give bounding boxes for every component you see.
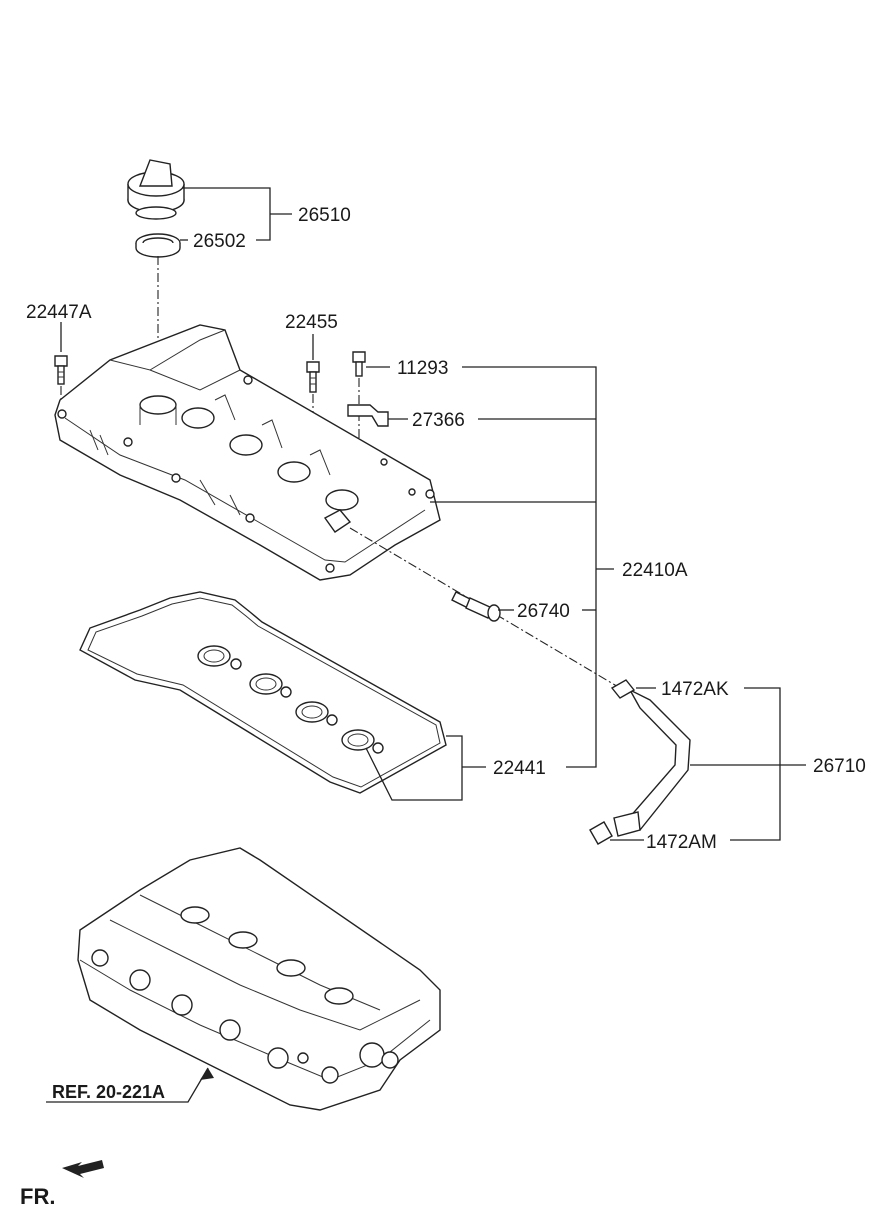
bolt-22455 — [306, 361, 320, 393]
label-26510: 26510 — [298, 205, 351, 226]
front-indicator-label: FR. — [20, 1184, 55, 1209]
label-22441: 22441 — [493, 758, 546, 779]
oil-filler-cap — [127, 159, 185, 220]
label-27366: 27366 — [412, 410, 465, 431]
cylinder-head — [77, 847, 441, 1111]
label-1472AM: 1472AM — [646, 832, 717, 853]
label-26502: 26502 — [193, 231, 246, 252]
label-22455: 22455 — [285, 312, 338, 333]
rocker-cover-gasket — [79, 591, 447, 794]
leader-lines — [46, 187, 806, 1103]
pcv-valve — [451, 591, 501, 622]
label-22447A: 22447A — [26, 302, 92, 323]
bracket-27366 — [347, 404, 389, 427]
reference-label: REF. 20-221A — [52, 1082, 165, 1102]
hose-clamp-1472AK — [610, 679, 636, 699]
label-22410A: 22410A — [622, 560, 688, 581]
label-26740: 26740 — [517, 601, 570, 622]
hose-clamp-1472AM — [589, 821, 613, 845]
filler-cap-gasket — [135, 233, 181, 258]
rocker-cover — [54, 324, 441, 581]
front-arrow-icon — [62, 1160, 104, 1178]
label-26710: 26710 — [813, 756, 866, 777]
breather-hose — [589, 679, 691, 845]
label-1472AK: 1472AK — [661, 679, 729, 700]
label-11293: 11293 — [397, 358, 448, 379]
bolt-11293 — [352, 351, 366, 377]
bolt-22447A — [54, 355, 68, 385]
